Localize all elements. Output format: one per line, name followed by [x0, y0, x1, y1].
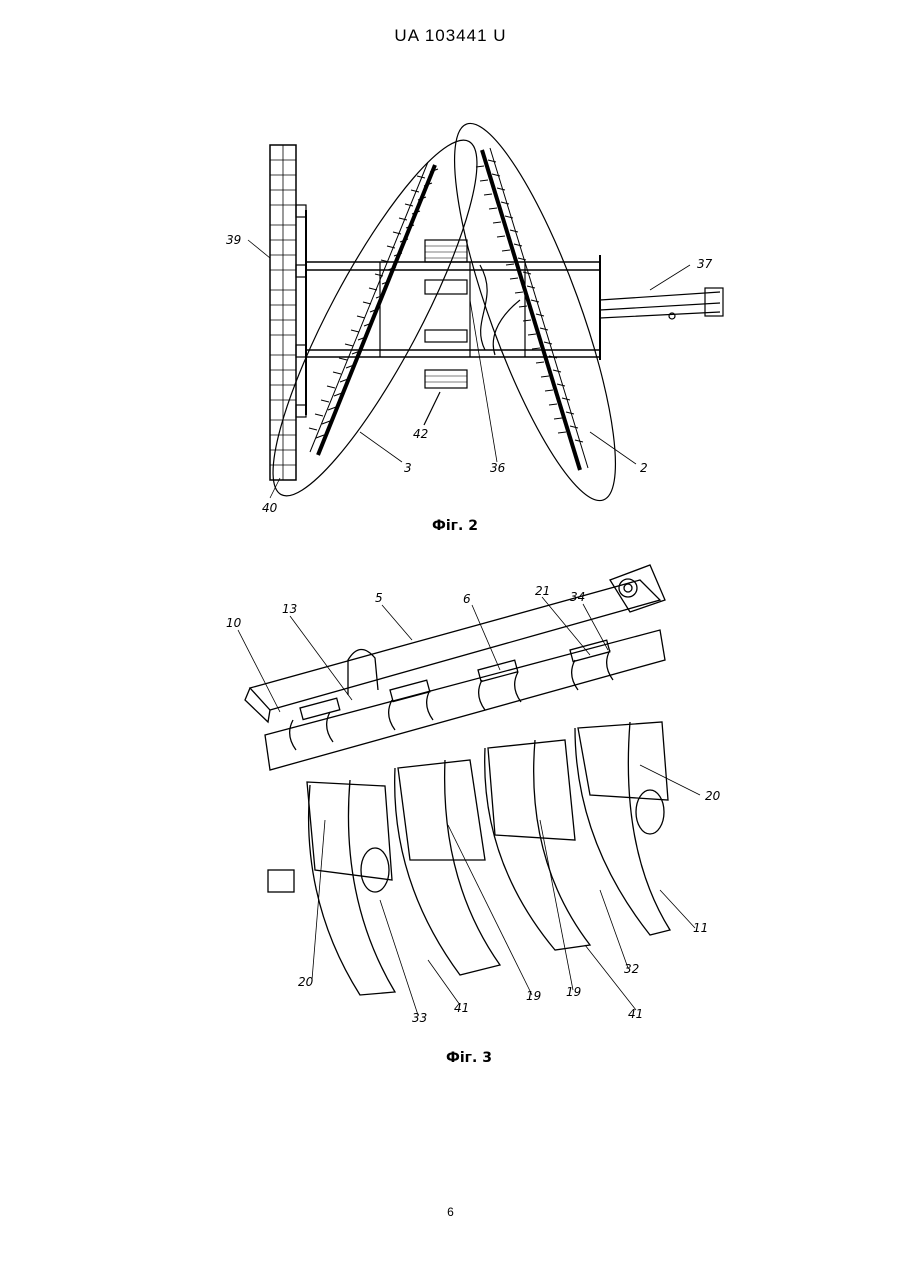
figure-3-drawing: 10 13 5 6 21 34 20 11 32 41 19 19 41 33 …	[0, 560, 901, 1060]
label-36: 36	[490, 461, 506, 475]
label-39: 39	[226, 233, 241, 247]
label-11: 11	[693, 921, 708, 935]
label-41-right: 41	[628, 1007, 643, 1021]
label-5: 5	[375, 591, 383, 605]
label-40: 40	[262, 501, 278, 515]
label-20-right: 20	[705, 789, 721, 803]
page-number: 6	[0, 1205, 901, 1219]
label-19-left: 19	[526, 989, 541, 1003]
figure-2-drawing: 39 37 42 3 36 2 40	[0, 0, 901, 560]
label-32: 32	[624, 962, 639, 976]
label-37: 37	[697, 257, 713, 271]
label-21: 21	[535, 584, 550, 598]
label-19-right: 19	[566, 985, 581, 999]
label-42: 42	[413, 427, 428, 441]
label-33: 33	[412, 1011, 427, 1025]
label-10: 10	[226, 616, 242, 630]
label-20-left: 20	[298, 975, 314, 989]
label-41-left: 41	[454, 1001, 469, 1015]
label-3: 3	[404, 461, 412, 475]
figure-2-caption: Фіг. 2	[432, 518, 478, 534]
label-2: 2	[640, 461, 648, 475]
label-6: 6	[463, 592, 471, 606]
figure-3-caption: Фіг. 3	[446, 1050, 492, 1066]
label-13: 13	[282, 602, 297, 616]
label-34: 34	[570, 590, 585, 604]
